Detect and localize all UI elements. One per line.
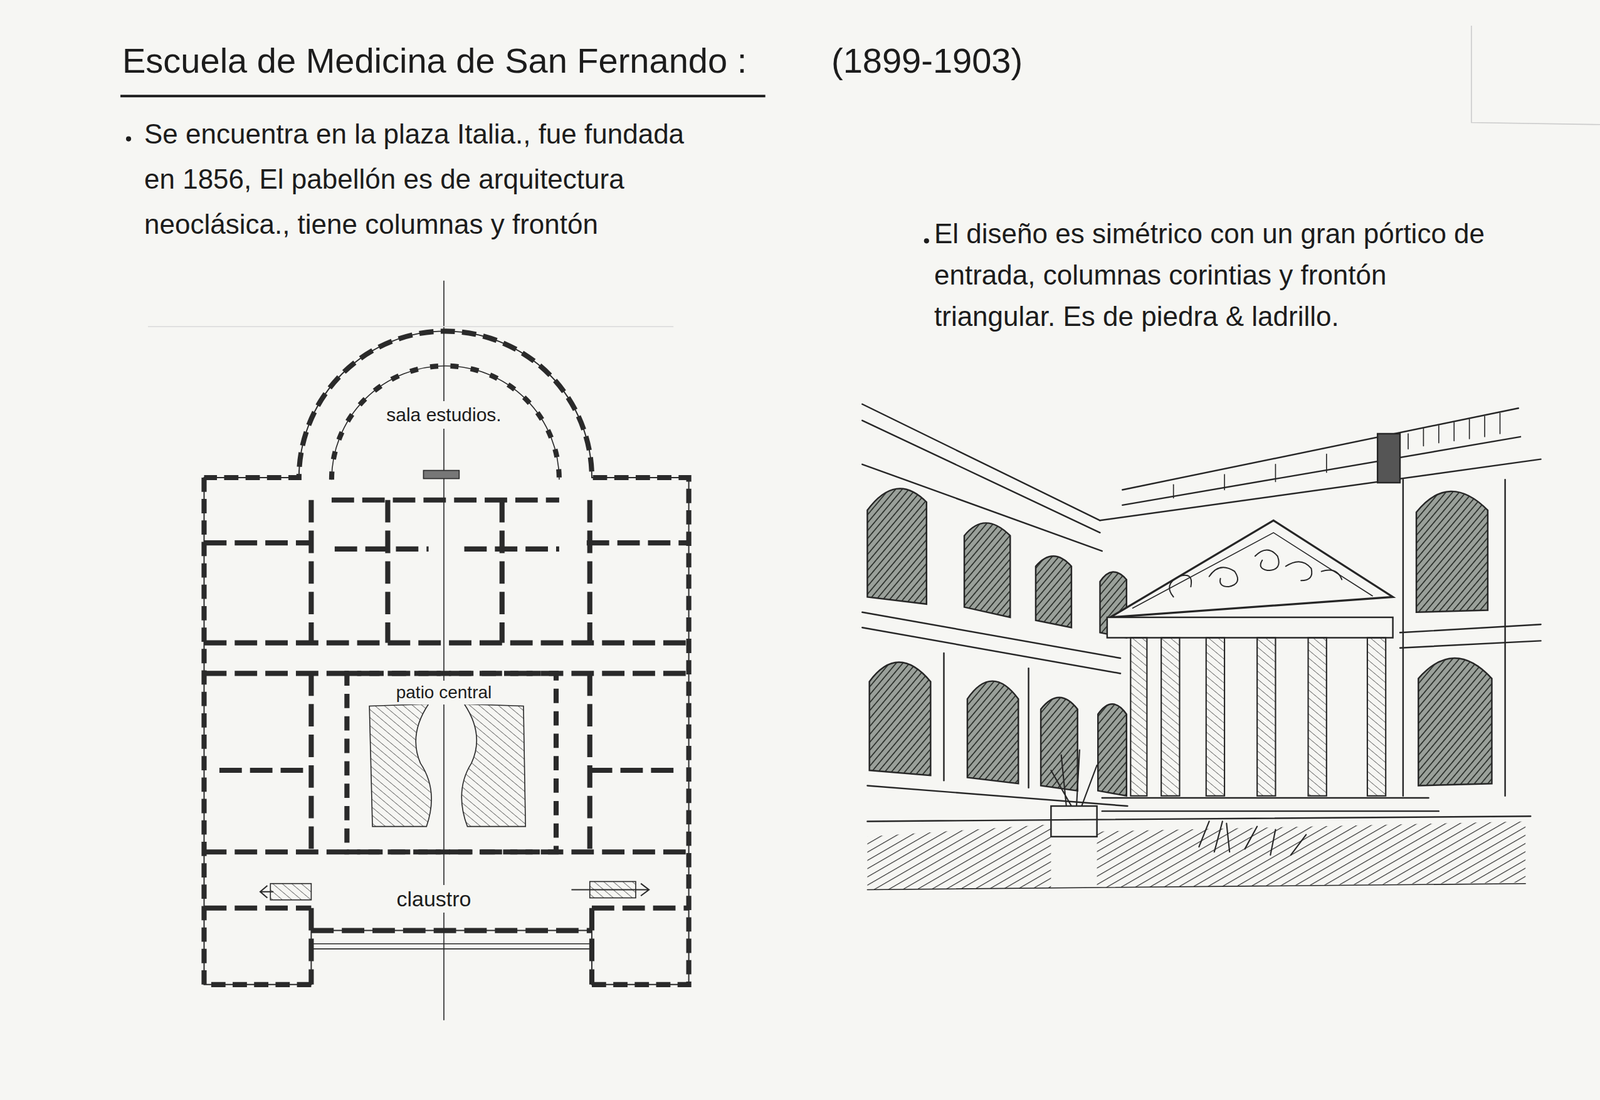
note-text: El diseño es simétrico con un gran pórti…	[934, 213, 1499, 338]
room-label: patio central	[386, 680, 501, 705]
date-range: (1899-1903)	[831, 38, 1023, 83]
note-text: Se encuentra en la plaza Italia., fue fu…	[144, 111, 722, 248]
room-label: sala estudios.	[380, 401, 508, 429]
room-label: claustro	[367, 885, 501, 913]
page-title: Escuela de Medicina de San Fernando :	[122, 38, 747, 83]
